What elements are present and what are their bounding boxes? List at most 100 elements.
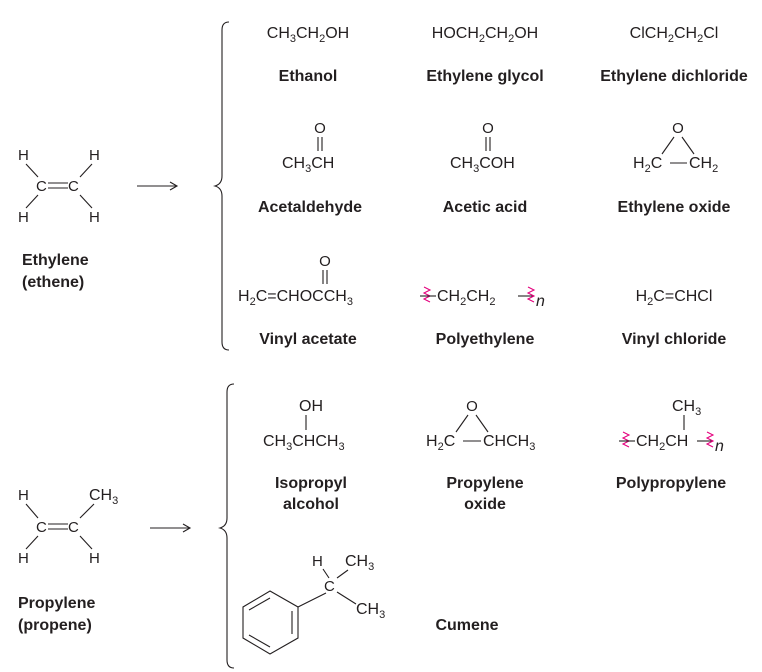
isopropyl-alcohol-name-line2: alcohol — [283, 496, 339, 513]
propylene-c-left: C — [36, 519, 47, 536]
polymer-break-mark — [621, 431, 631, 448]
cumene-h: H — [312, 553, 323, 570]
acetaldehyde-formula: CH3CH — [282, 155, 334, 175]
benzene-hexagon — [242, 590, 299, 655]
propylene-h-bottom-left: H — [18, 550, 29, 567]
propylene-h-top-left: H — [18, 487, 29, 504]
polymer-break-mark — [422, 286, 432, 303]
bond-line — [79, 535, 93, 550]
ethylene-dichloride-formula: ClCH2CH2Cl — [630, 25, 719, 45]
epoxide-bond-line — [455, 414, 469, 433]
epoxide-bond-line — [475, 414, 489, 433]
polypropylene-name: Polypropylene — [616, 475, 726, 492]
epoxide-right-group: CH2 — [689, 155, 718, 175]
bond-line — [322, 568, 330, 579]
ethylene-c-right: C — [68, 178, 79, 195]
polymer-repeat-n: n — [536, 293, 545, 310]
bond-line — [79, 194, 93, 209]
double-bond-line — [248, 634, 271, 648]
propylene-alt-name: (propene) — [18, 617, 92, 634]
propylene-h-bottom-right: H — [89, 550, 100, 567]
isopropyl-alcohol: OH CH3CHCH3 Isopropyl alcohol — [263, 398, 347, 513]
bond-line — [25, 503, 39, 519]
bond-line — [297, 592, 327, 608]
propylene-name: Propylene — [18, 595, 95, 612]
benzene-ring — [242, 590, 299, 655]
ethylene-structure: H H H H C C — [18, 147, 100, 226]
vinyl-chloride-formula: H2C=CHCl — [636, 288, 713, 308]
ethanol-name: Ethanol — [279, 68, 338, 85]
polypropylene-methyl: CH3 — [672, 398, 701, 418]
propylene-methyl: CH3 — [89, 487, 118, 507]
bond-line — [79, 503, 95, 519]
ethylene-glycol: HOCH2CH2OH Ethylene glycol — [426, 25, 543, 85]
ethylene-h-top-right: H — [89, 147, 100, 164]
cumene-name: Cumene — [435, 617, 498, 634]
ethylene-arrow — [137, 181, 179, 191]
bond-line — [336, 591, 357, 605]
ethanol-formula: CH3CH2OH — [267, 25, 349, 45]
propylene-arrow — [150, 523, 192, 533]
bond-line — [79, 163, 93, 178]
polyethylene-name: Polyethylene — [436, 331, 535, 348]
propylene-oxide-name-line1: Propylene — [446, 475, 523, 492]
double-bond-line — [248, 597, 271, 611]
propylene-structure: H CH3 H H C C — [18, 487, 118, 567]
ethanol: CH3CH2OH Ethanol — [267, 25, 349, 85]
cumene-c: C — [324, 578, 335, 595]
polypropylene: CH3 CH2CH n Polypropylene — [616, 398, 726, 492]
ethylene-c-left: C — [36, 178, 47, 195]
ethylene-glycol-name: Ethylene glycol — [426, 68, 543, 85]
polymer-repeat-n: n — [715, 438, 724, 455]
ethylene-alt-name: (ethene) — [22, 274, 84, 291]
ethylene-h-bottom-right: H — [89, 209, 100, 226]
carbonyl-oxygen: O — [482, 120, 494, 137]
hydroxyl-group: OH — [299, 398, 323, 415]
vinyl-acetate-name: Vinyl acetate — [259, 331, 357, 348]
ethylene-name: Ethylene — [22, 252, 89, 269]
polyethylene-formula: CH2CH2 — [437, 288, 495, 308]
vinyl-chloride: H2C=CHCl Vinyl chloride — [622, 288, 727, 348]
epoxide-bond-line — [681, 136, 695, 155]
epoxide-oxygen: O — [466, 398, 478, 415]
polyethylene: CH2CH2 n Polyethylene — [420, 286, 545, 348]
polymer-break-mark — [705, 431, 715, 448]
isopropyl-alcohol-name-line1: Isopropyl — [275, 475, 347, 492]
cumene-methyl-bottom: CH3 — [356, 601, 385, 621]
ethylene-h-top-left: H — [18, 147, 29, 164]
propylene-oxide: O H2C CHCH3 Propylene oxide — [426, 398, 535, 513]
isopropyl-alcohol-formula: CH3CHCH3 — [263, 433, 345, 453]
acetic-acid-formula: CH3COH — [450, 155, 515, 175]
carbonyl-oxygen: O — [314, 120, 326, 137]
epoxide-bond-line — [661, 136, 675, 155]
epoxide-right-group: CHCH3 — [483, 433, 535, 453]
bond-line — [25, 163, 39, 178]
acetaldehyde-name: Acetaldehyde — [258, 199, 362, 216]
acetaldehyde: O CH3CH Acetaldehyde — [258, 120, 362, 216]
propylene-c-right: C — [68, 519, 79, 536]
acetic-acid-name: Acetic acid — [443, 199, 527, 216]
carbonyl-oxygen: O — [319, 253, 331, 270]
bond-line — [336, 569, 349, 579]
polypropylene-formula: CH2CH — [636, 433, 688, 453]
vinyl-acetate-formula: H2C=CHOCCH3 — [238, 288, 353, 308]
bond-line — [25, 194, 39, 209]
vinyl-acetate: O H2C=CHOCCH3 Vinyl acetate — [238, 253, 357, 348]
ethylene-glycol-formula: HOCH2CH2OH — [432, 25, 538, 45]
cumene-methyl-top: CH3 — [345, 553, 374, 573]
epoxide-oxygen: O — [672, 120, 684, 137]
cumene: C H CH3 CH3 Cumene — [242, 553, 499, 655]
ethylene-oxide-name: Ethylene oxide — [618, 199, 731, 216]
ethylene-h-bottom-left: H — [18, 209, 29, 226]
propylene-oxide-name-line2: oxide — [464, 496, 506, 513]
epoxide-left-group: H2C — [633, 155, 662, 175]
polymer-break-mark — [526, 286, 536, 303]
ethylene-dichloride-name: Ethylene dichloride — [600, 68, 748, 85]
ethylene-oxide: O H2C CH2 Ethylene oxide — [618, 120, 731, 216]
epoxide-left-group: H2C — [426, 433, 455, 453]
ethylene-brace — [213, 21, 230, 351]
bond-line — [25, 535, 39, 550]
vinyl-chloride-name: Vinyl chloride — [622, 331, 727, 348]
propylene-brace — [218, 383, 235, 669]
